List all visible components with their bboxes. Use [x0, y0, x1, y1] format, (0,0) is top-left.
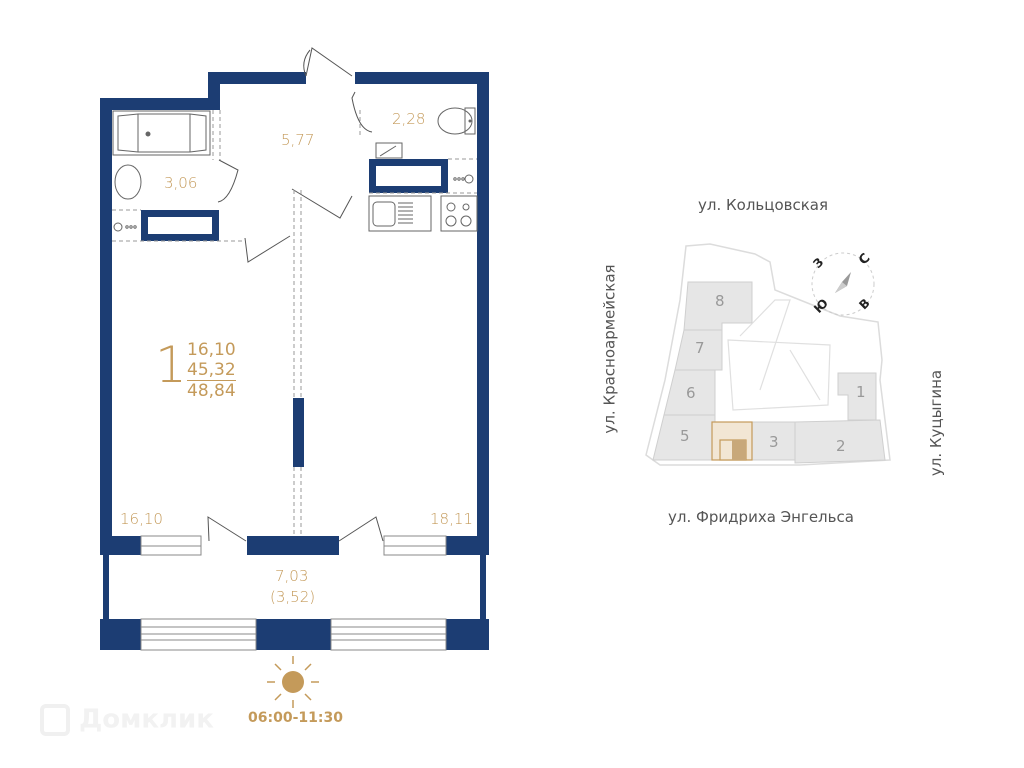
street-south: ул. Фридриха Энгельса — [668, 508, 854, 526]
domclick-logo-icon — [40, 704, 70, 736]
street-east: ул. Куцыгина — [927, 369, 946, 477]
site-map — [645, 243, 891, 466]
room-area-bathroom: 3,06 — [164, 174, 198, 192]
sun-time: 06:00-11:30 — [248, 710, 343, 726]
room-area-balcony-reduced: (3,52) — [270, 588, 316, 606]
area-summary: 16,10 45,32 48,84 — [187, 340, 236, 401]
street-west: ул. Красноармейская — [600, 264, 619, 434]
building-2: 2 — [836, 437, 846, 455]
domclick-watermark: Домклик — [40, 704, 214, 736]
building-3: 3 — [769, 433, 779, 451]
building-8: 8 — [715, 292, 725, 310]
total-area: 45,32 — [187, 360, 236, 380]
building-5: 5 — [680, 427, 690, 445]
room-area-left: 16,10 — [120, 510, 163, 528]
room-area-right: 18,11 — [430, 510, 473, 528]
room-area-toilet: 2,28 — [392, 110, 426, 128]
building-1: 1 — [856, 383, 866, 401]
total-with-balcony: 48,84 — [187, 380, 236, 401]
room-count: 1 — [155, 336, 187, 394]
room-area-hallway: 5,77 — [281, 131, 315, 149]
compass — [811, 252, 875, 316]
sun-icon — [267, 656, 319, 708]
street-north: ул. Кольцовская — [698, 196, 829, 214]
building-6: 6 — [686, 384, 696, 402]
living-area: 16,10 — [187, 340, 236, 360]
room-area-balcony: 7,03 — [275, 567, 309, 585]
building-7: 7 — [695, 339, 705, 357]
